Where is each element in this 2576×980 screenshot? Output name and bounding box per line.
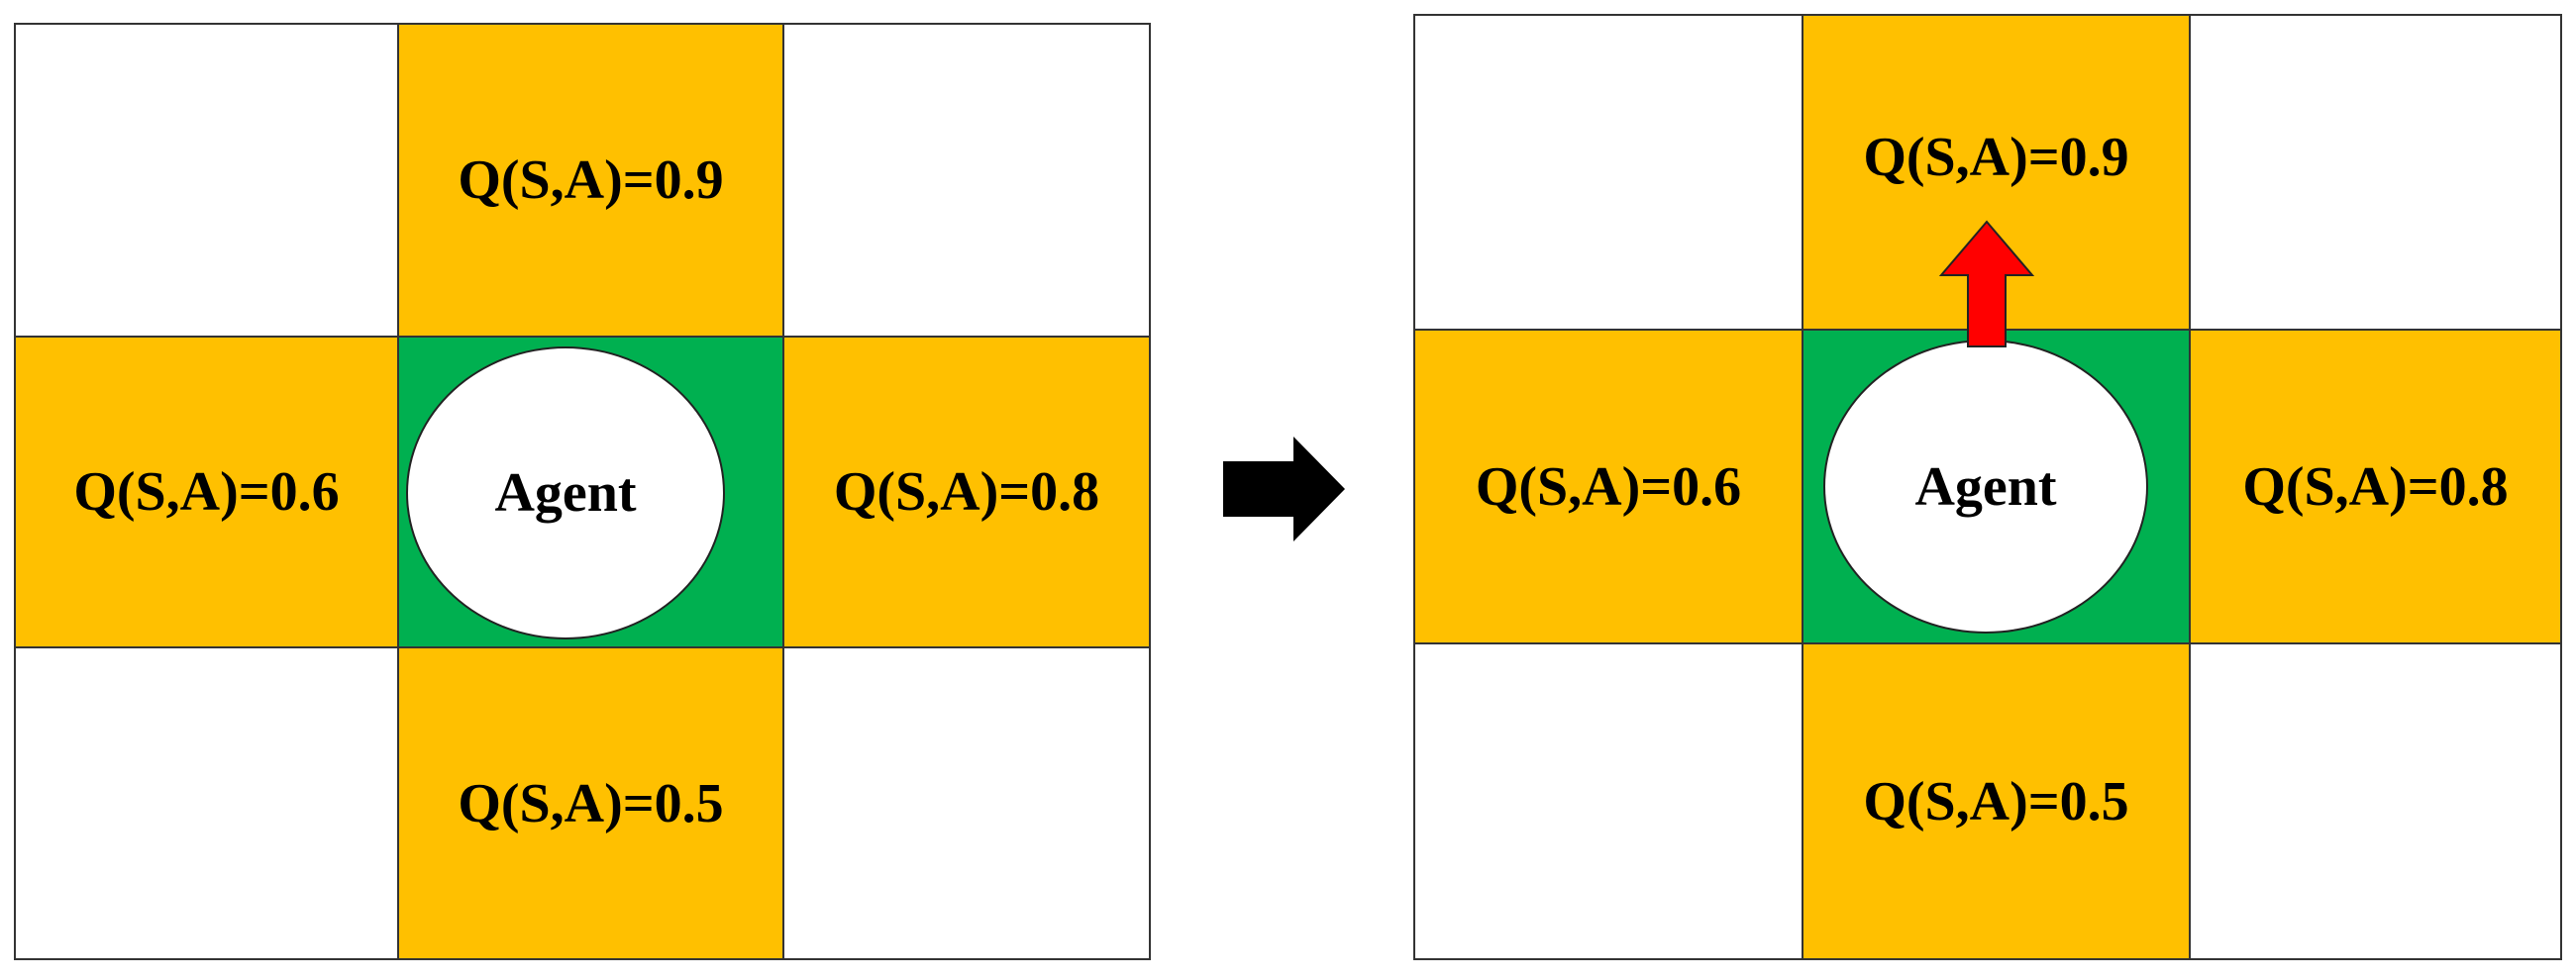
q-value-left: Q(S,A)=0.6 [1475, 455, 1742, 518]
empty-cell-bottom-right [782, 646, 1151, 960]
action-cell-left: Q(S,A)=0.6 [14, 336, 399, 648]
empty-cell-bottom-right [2189, 642, 2562, 960]
action-cell-right: Q(S,A)=0.8 [2189, 329, 2562, 644]
empty-cell-top-right [2189, 14, 2562, 331]
q-value-right: Q(S,A)=0.8 [2242, 455, 2509, 518]
q-value-up: Q(S,A)=0.9 [458, 149, 724, 211]
q-value-left: Q(S,A)=0.6 [73, 461, 340, 523]
action-cell-right: Q(S,A)=0.8 [782, 336, 1151, 648]
action-cell-down: Q(S,A)=0.5 [1802, 642, 2191, 960]
agent-label: Agent [1914, 455, 2057, 518]
up-arrow-icon [1938, 220, 2035, 347]
empty-cell-bottom-left [14, 646, 399, 960]
empty-cell-bottom-left [1413, 642, 1803, 960]
empty-cell-top-left [14, 23, 399, 338]
action-cell-left: Q(S,A)=0.6 [1413, 329, 1803, 644]
agent-label: Agent [494, 462, 637, 524]
empty-cell-top-left [1413, 14, 1803, 331]
q-value-right: Q(S,A)=0.8 [833, 461, 1100, 523]
q-value-down: Q(S,A)=0.5 [458, 772, 724, 834]
agent-circle: Agent [406, 346, 725, 639]
q-value-up: Q(S,A)=0.9 [1863, 127, 2129, 188]
action-cell-down: Q(S,A)=0.5 [397, 646, 784, 960]
right-arrow-icon [1223, 437, 1345, 541]
empty-cell-top-right [782, 23, 1151, 338]
action-cell-up: Q(S,A)=0.9 [397, 23, 784, 338]
q-value-down: Q(S,A)=0.5 [1863, 770, 2129, 833]
agent-circle: Agent [1823, 340, 2148, 634]
